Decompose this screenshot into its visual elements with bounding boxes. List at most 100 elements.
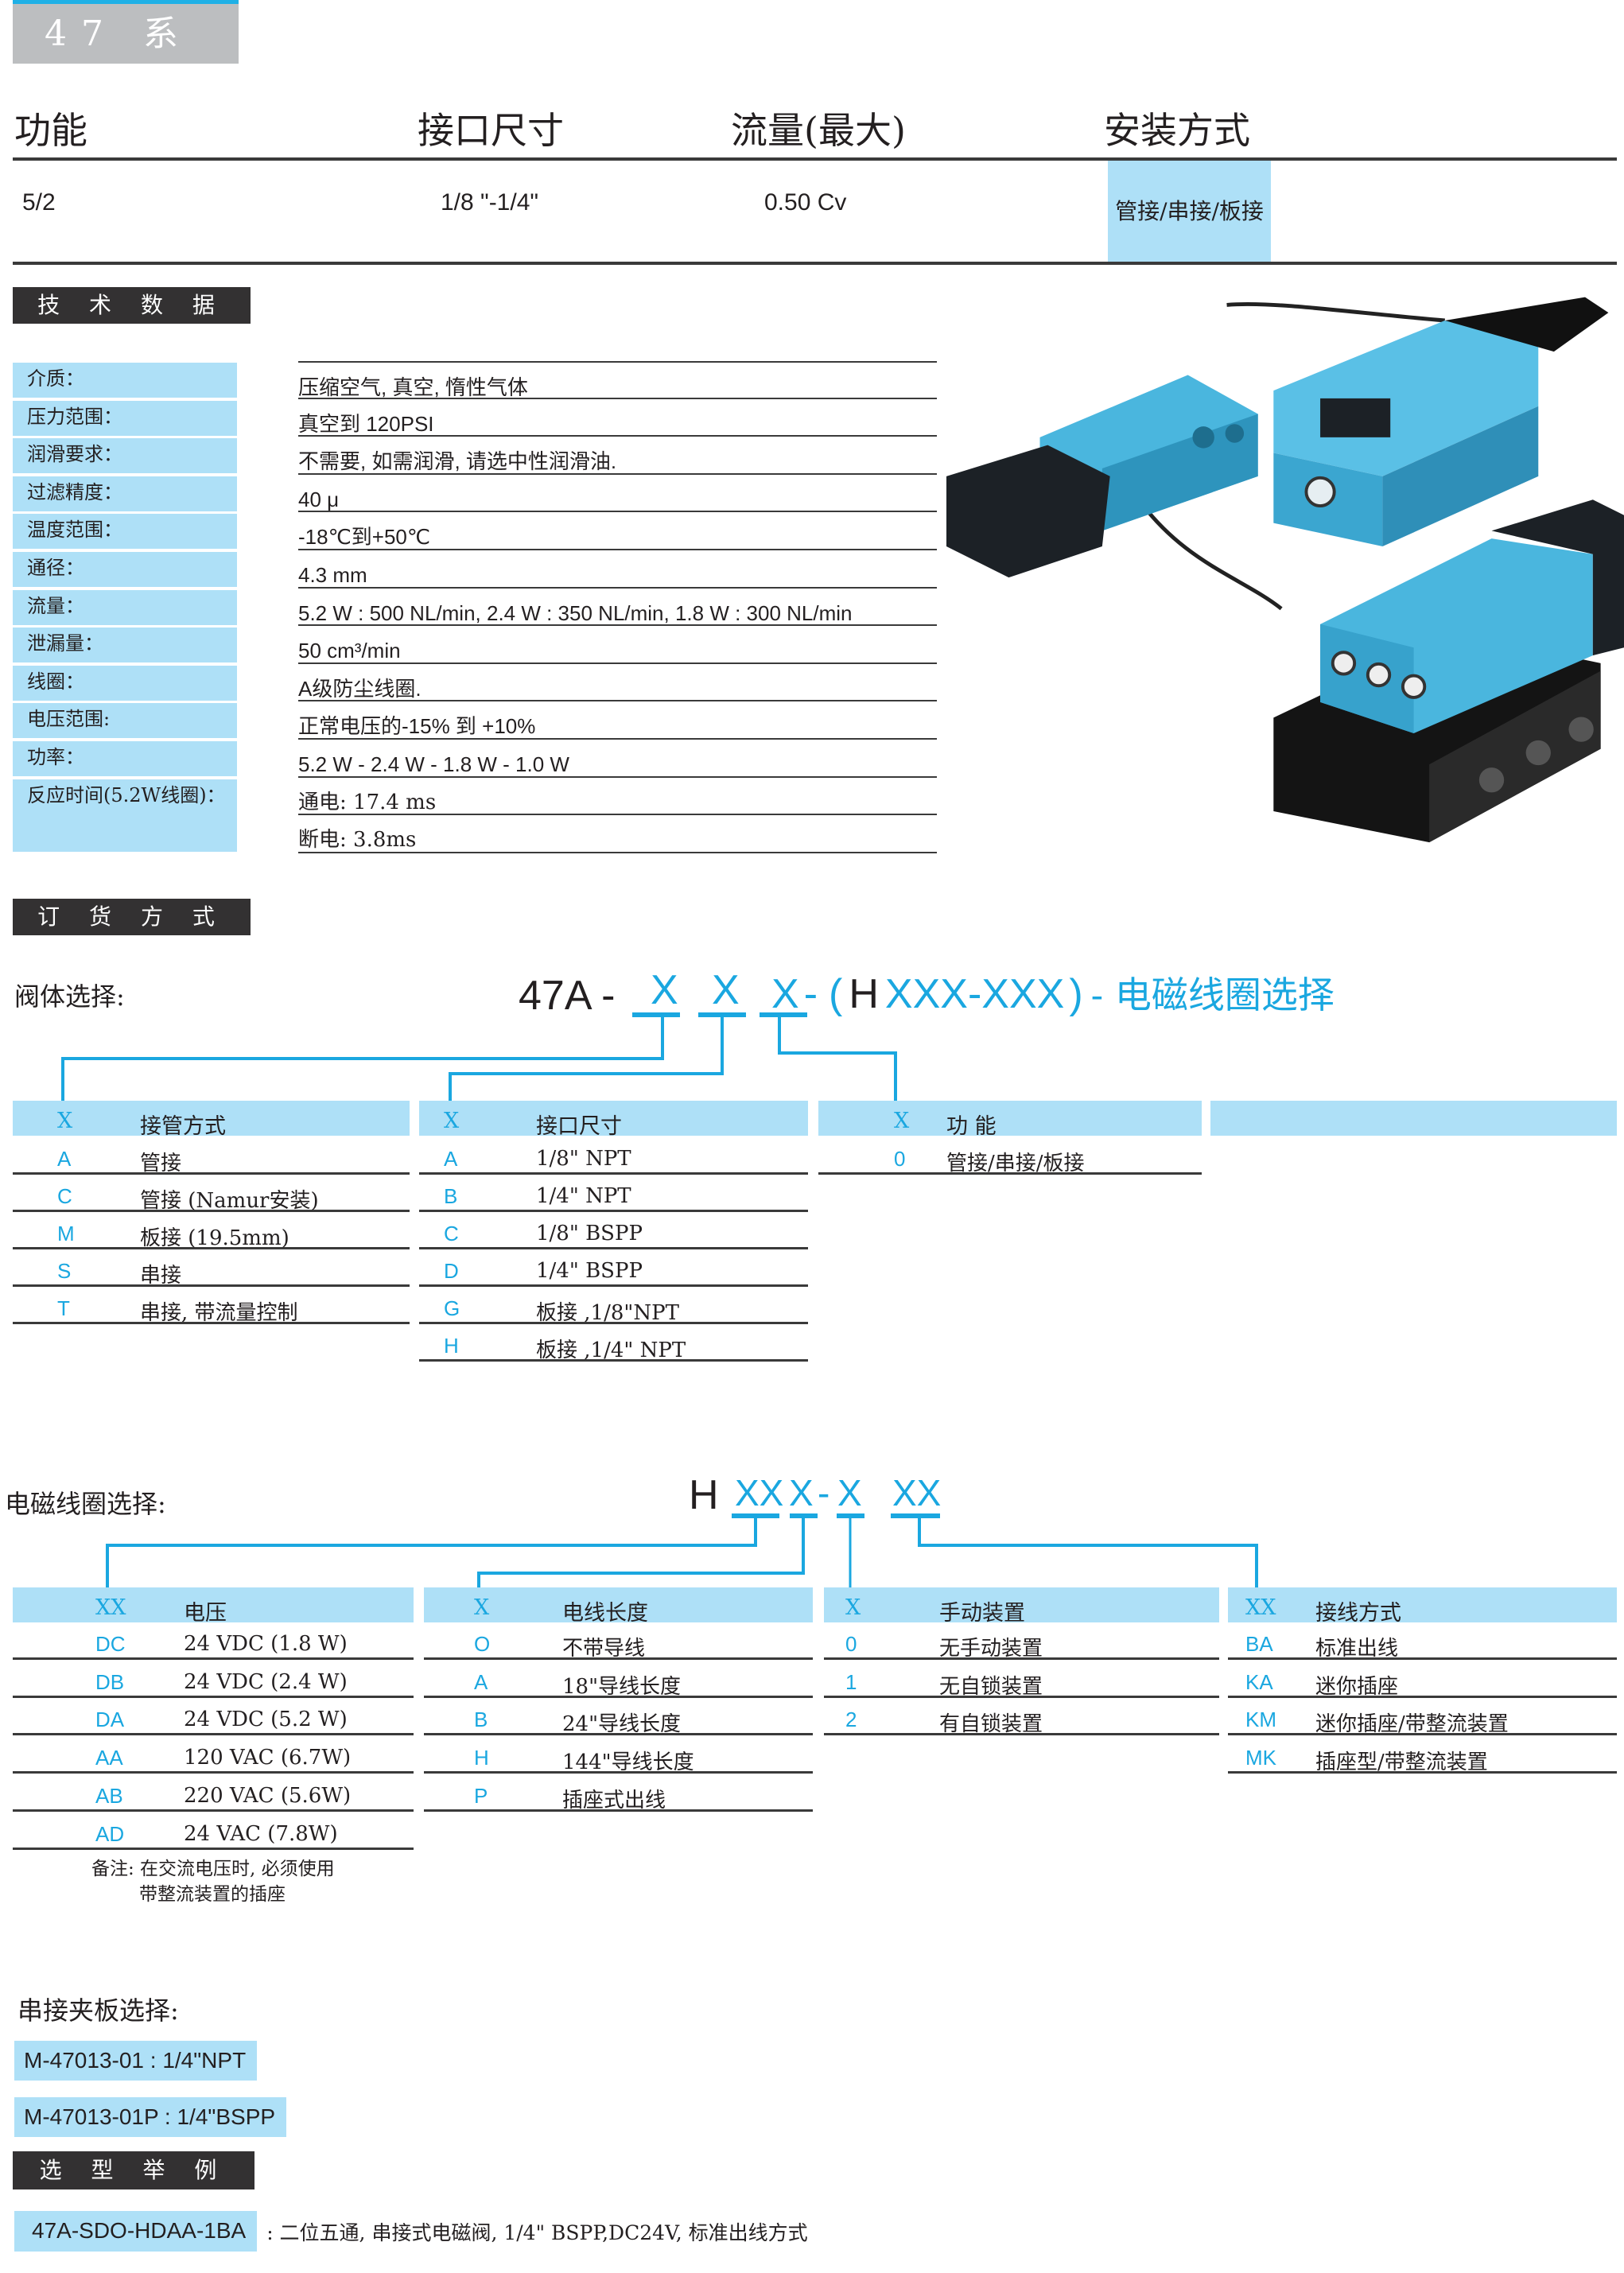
option-code: G	[444, 1296, 460, 1320]
option-desc: 有自锁装置	[939, 1712, 1043, 1737]
header-code: X	[894, 1109, 910, 1133]
example-title: 选 型 举 例	[13, 2151, 254, 2189]
option-desc: 插座型/带整流装置	[1315, 1750, 1488, 1775]
option-code: DA	[95, 1708, 125, 1732]
spec-label: 线圈：	[13, 665, 237, 701]
clamp-option-npt[interactable]: M-47013-01 : 1/4"NPT	[14, 2041, 258, 2081]
series-tab: 47 系 列	[13, 0, 239, 114]
option-desc: 24 VDC (5.2 W)	[184, 1708, 348, 1732]
option-desc: 1/8" NPT	[536, 1147, 631, 1171]
spec-label: 润滑要求：	[13, 438, 237, 474]
option-code: D	[444, 1259, 459, 1283]
code-tail: X - ( H XXX-XXX ) - 电磁线圈选择	[771, 966, 1335, 1019]
body-connector-lines	[61, 1012, 897, 1101]
code-prefix: 47A -	[519, 973, 616, 1019]
option-desc: 24 VAC (7.8W)	[184, 1821, 338, 1846]
spec-value: A级防尘线圈.	[298, 664, 937, 702]
coil-selection-link[interactable]: - 电磁线圈选择	[1090, 973, 1335, 1016]
header-code: X	[57, 1109, 73, 1133]
option-desc: 144"导线长度	[562, 1750, 694, 1775]
option-desc: 不带导线	[562, 1637, 646, 1661]
spec-label: 压力范围：	[13, 400, 237, 436]
header-mounting: 安装方式	[1104, 109, 1250, 152]
spec-label: 流量：	[13, 589, 237, 625]
option-row[interactable]: M 板接 (19.5mm)	[13, 1212, 410, 1250]
coil-note-cont: 带整流装置的插座	[139, 1884, 286, 1905]
spec-label: 电压范围:	[13, 703, 237, 739]
option-row[interactable]: DA 24 VDC (5.2 W)	[13, 1698, 414, 1736]
divider	[13, 157, 1617, 161]
spec-label: 反应时间(5.2W线圈)：	[13, 779, 237, 852]
tech-data-title: 技 术 数 据	[13, 287, 251, 324]
option-code: B	[444, 1184, 458, 1208]
divider	[13, 262, 1617, 265]
header-title: 功 能	[946, 1114, 997, 1139]
header-code: X	[474, 1595, 490, 1620]
option-code: AB	[95, 1783, 123, 1808]
option-desc: 18"导线长度	[562, 1674, 682, 1699]
option-code: DB	[95, 1669, 125, 1694]
spec-value: 4.3 mm	[298, 550, 937, 589]
code-x-piping: X	[651, 967, 678, 1013]
option-desc: 迷你插座/带整流装置	[1315, 1712, 1509, 1737]
option-desc: 标准出线	[1315, 1637, 1399, 1661]
option-row[interactable]: B 1/4" NPT	[419, 1175, 808, 1212]
port-size-value: 1/8 "-1/4"	[441, 189, 539, 216]
option-row[interactable]: H 144"导线长度	[424, 1736, 813, 1774]
coil-code-wiring: XX	[892, 1472, 942, 1513]
paren-close: )	[1069, 971, 1083, 1017]
option-desc: 板接 ,1/4" NPT	[536, 1339, 686, 1362]
header-title: 电压	[184, 1601, 227, 1626]
option-row[interactable]: C 1/8" BSPP	[419, 1212, 808, 1249]
option-desc: 迷你插座	[1315, 1674, 1399, 1699]
option-desc: 无手动装置	[939, 1637, 1043, 1661]
option-code: T	[57, 1296, 70, 1320]
option-code: M	[57, 1222, 75, 1245]
paren-open: (	[829, 971, 843, 1017]
option-code: H	[474, 1746, 489, 1770]
spec-value: 5.2 W - 2.4 W - 1.8 W - 1.0 W	[298, 740, 937, 778]
spec-value: 不需要, 如需润滑, 请选中性润滑油.	[298, 437, 937, 475]
option-desc: 管接/串接/板接	[946, 1152, 1085, 1175]
clamp-option-bspp[interactable]: M-47013-01P : 1/4"BSPP	[14, 2097, 287, 2137]
spec-value: 断电: 3.8ms	[298, 815, 937, 853]
option-desc: 1/4" NPT	[536, 1184, 631, 1208]
option-desc: 1/8" BSPP	[536, 1222, 643, 1245]
spec-label: 温度范围：	[13, 514, 237, 550]
option-desc: 串接	[140, 1264, 182, 1288]
option-desc: 板接 (19.5mm)	[140, 1226, 289, 1250]
option-code: C	[444, 1222, 459, 1245]
spec-value: 40 μ	[298, 475, 937, 513]
spec-value: 压缩空气, 真空, 惰性气体	[298, 361, 937, 399]
header-code: X	[845, 1595, 861, 1620]
